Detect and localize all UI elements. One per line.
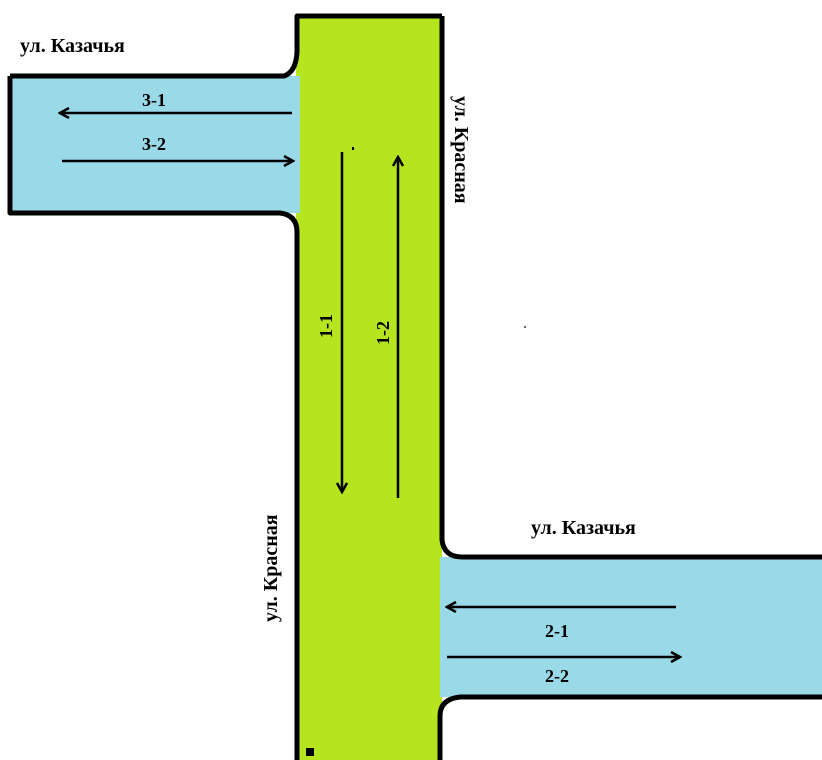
street-label-top-left: ул. Казачья [20,35,125,57]
street-label-bottom-left: ул. Красная [260,514,282,622]
street-label-bottom-right: ул. Казачья [531,517,636,539]
east-road-area [440,557,822,697]
lane-arrows [60,113,680,657]
road-outlines [7,13,822,760]
lane-label-1-1: 1-1 [316,314,336,338]
stray-dot-2 [524,326,526,328]
main-road-area [296,16,442,760]
bottom-marker [306,748,314,756]
lane-label-3-1: 3-1 [142,90,166,110]
lane-label-1-2: 1-2 [373,321,393,345]
street-label-top-right: ул. Красная [450,96,472,204]
lane-label-3-2: 3-2 [142,134,166,154]
lane-label-2-2: 2-2 [545,666,569,686]
stray-dot [352,147,354,150]
lane-label-2-1: 2-1 [545,621,569,641]
west-road-area [10,76,300,213]
